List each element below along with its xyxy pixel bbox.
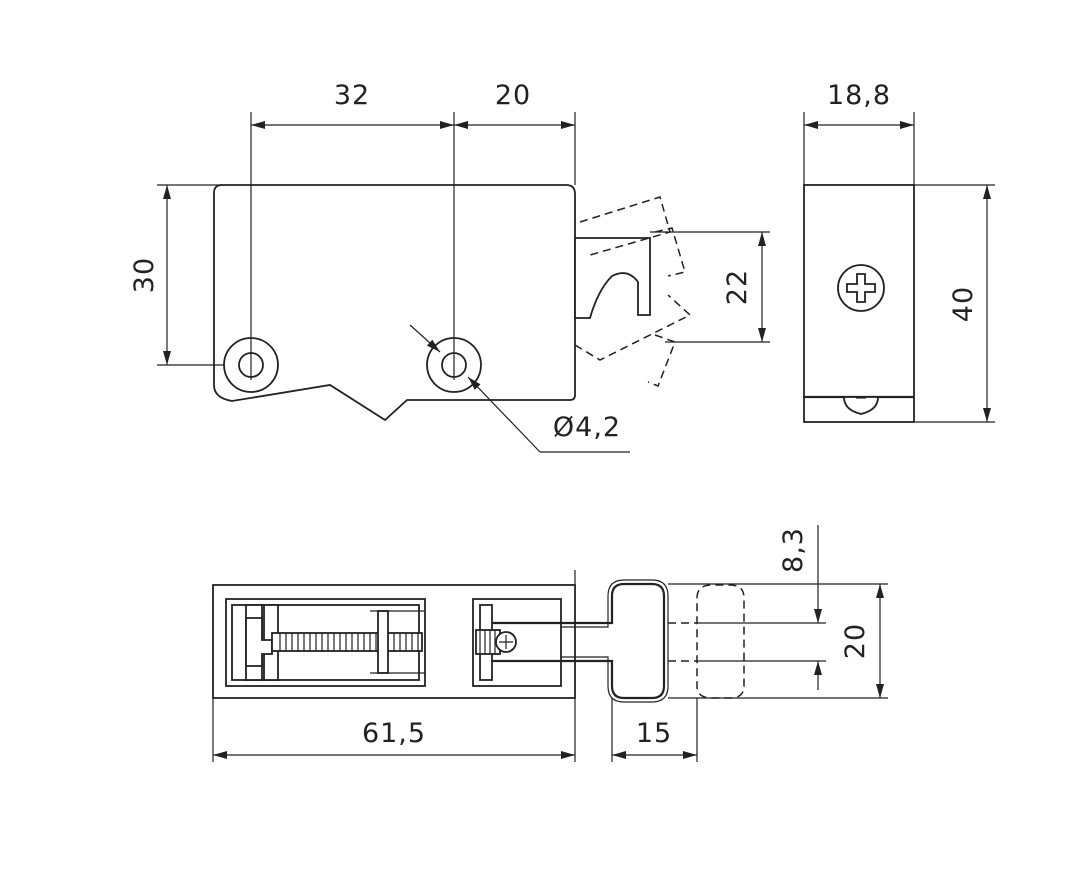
dim-label-20: 20 (495, 80, 531, 111)
rod-guide (377, 610, 389, 674)
latch-alt-position-upper-tip (654, 227, 686, 277)
latch-tongue (561, 582, 666, 700)
dim-label-20-plan: 20 (840, 623, 871, 659)
rod-thread-lines (279, 633, 419, 651)
latch-tongue-alt-stem (668, 622, 697, 662)
dim-label-22: 22 (722, 269, 753, 305)
screw-cross-plan (499, 635, 513, 649)
latch-alt-position-lower (574, 294, 692, 361)
latch-tongue-alt-position (696, 584, 745, 699)
latch-alt-position-upper (579, 196, 671, 256)
latch-alt-position-lower-tip (647, 334, 676, 387)
latch-arm (574, 237, 651, 319)
plan-view: 61,5 15 8,3 20 (212, 525, 888, 762)
diameter-leader-arrow (409, 324, 441, 353)
dim-label-18-8: 18,8 (827, 80, 891, 111)
diameter-leader (467, 376, 541, 453)
side-view-body (213, 184, 576, 422)
dim-label-30: 30 (129, 257, 160, 293)
dim-label-32: 32 (334, 80, 370, 111)
rod-head (245, 617, 273, 667)
phillips-cross-icon (846, 273, 876, 303)
lower-screw-icon (843, 396, 879, 415)
latch-tongue-outline (561, 579, 669, 703)
dim-label-61-5: 61,5 (362, 718, 426, 749)
end-view: 18,8 40 (803, 80, 995, 423)
dim-label-40: 40 (948, 286, 979, 322)
dim-label-8-3: 8,3 (778, 527, 809, 573)
screw-thread-lines (479, 630, 496, 654)
dim-label-diameter: Ø4,2 (553, 412, 621, 443)
side-view: 32 20 30 22 Ø4,2 (129, 80, 770, 453)
dim-label-15: 15 (636, 718, 672, 749)
